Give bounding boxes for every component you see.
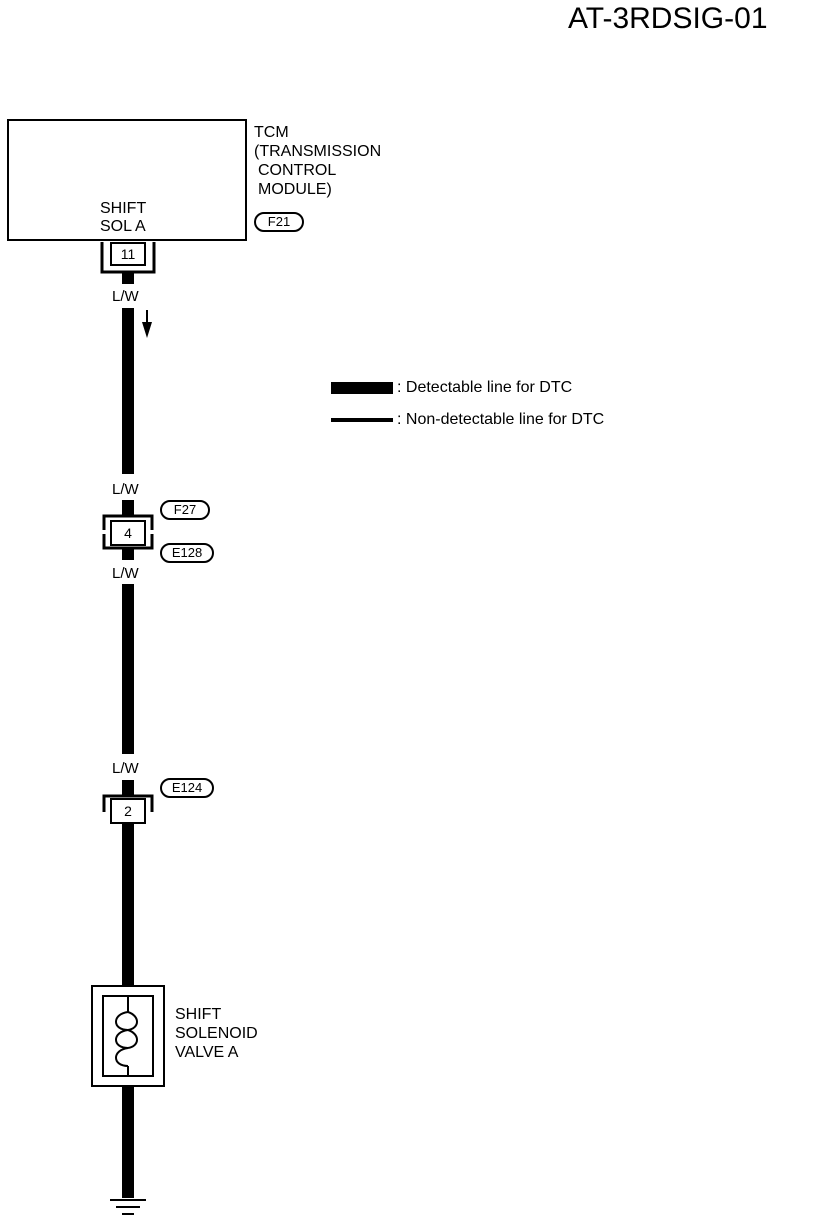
tcm-label-line-4: MODULE) [258, 181, 332, 198]
legend-non-detectable-line [331, 418, 393, 422]
wire-segment-4 [122, 548, 134, 560]
tcm-label-line-2: (TRANSMISSION [254, 143, 382, 160]
wire-segment-5 [122, 584, 134, 754]
legend-detectable-text: : Detectable line for DTC [397, 379, 573, 396]
wire-segment-1 [122, 272, 134, 284]
tcm-terminal-pin: 11 [110, 242, 146, 266]
junction2-terminal-pin: 2 [110, 798, 146, 824]
wire-color-label-3: L/W [112, 565, 139, 582]
junction1-connector-bottom-badge: E128 [160, 543, 214, 563]
junction2-connector-badge: E124 [160, 778, 214, 798]
wire-color-label-2: L/W [112, 481, 139, 498]
wire-segment-2 [122, 308, 134, 474]
junction1-connector-top-badge: F27 [160, 500, 210, 520]
solenoid-label-line-3: VALVE A [175, 1044, 239, 1061]
ground-icon [110, 1199, 146, 1215]
junction2-housing [102, 794, 154, 812]
tcm-terminal-label-line-1: SHIFT [100, 200, 147, 217]
current-direction-arrow-icon [142, 310, 152, 338]
wire-color-label-1: L/W [112, 288, 139, 305]
wire-color-label-4: L/W [112, 760, 139, 777]
wire-segment-7 [122, 824, 134, 986]
diagram-id: AT-3RDSIG-01 [568, 2, 768, 35]
solenoid-label-line-2: SOLENOID [175, 1025, 258, 1042]
junction1-terminal-pin: 4 [110, 520, 146, 546]
solenoid-outer-box [91, 985, 165, 1087]
wire-segment-6 [122, 780, 134, 796]
wire-segment-3 [122, 500, 134, 516]
legend-detectable-line [331, 382, 393, 394]
junction1-housing [102, 514, 154, 550]
tcm-connector-badge: F21 [254, 212, 304, 232]
tcm-box [7, 119, 247, 241]
legend-non-detectable-text: : Non-detectable line for DTC [397, 411, 605, 428]
tcm-terminal-label-line-2: SOL A [100, 218, 146, 235]
solenoid-label-line-1: SHIFT [175, 1006, 222, 1023]
solenoid-coil-icon [115, 996, 138, 1076]
tcm-label-line-3: CONTROL [258, 162, 337, 179]
tcm-label-line-1: TCM [254, 124, 289, 141]
wire-segment-8 [122, 1086, 134, 1198]
